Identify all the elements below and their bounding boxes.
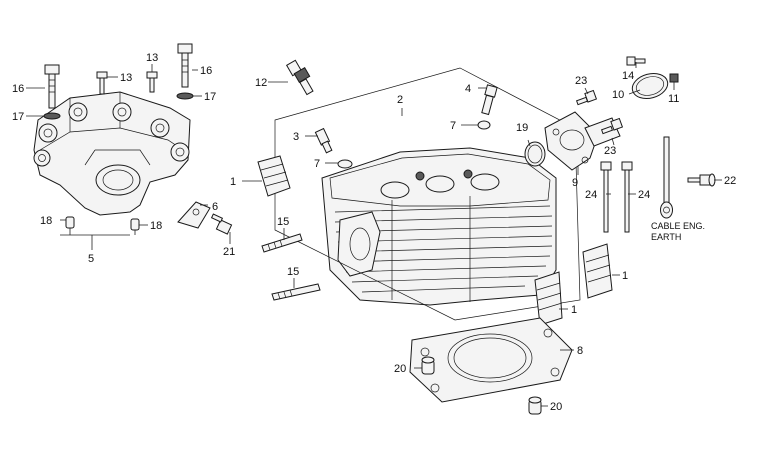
dowel-pin-20-upper [421,356,435,375]
bolt-23-upper [575,89,598,106]
rubber-damper-1-lower [534,271,563,326]
valve-3 [314,127,333,154]
callout-21: 21 [223,246,235,258]
callout-11: 11 [668,93,679,105]
cylinder-head [321,147,557,306]
tensioner-arm-6 [177,201,211,229]
callout-6: 6 [212,201,218,213]
callout-16-left: 16 [12,83,24,95]
rubber-damper-1-left [257,155,291,197]
dowel-pin-20-lower [528,396,542,415]
callout-23-lower: 23 [604,145,616,157]
washer-17-left [43,112,61,120]
bolt-24-left [600,161,612,233]
rubber-damper-1-right [582,243,613,299]
washer-17-right [176,92,194,100]
leader-lines [26,62,722,407]
callout-22: 22 [724,175,736,187]
callout-19: 19 [516,122,528,134]
bolt-16-right [177,43,193,88]
callout-15-lower: 15 [287,266,299,278]
hose-clamp-10 [631,73,669,99]
camshaft-holder-assembly [33,91,191,231]
o-ring-7-right [477,120,491,130]
clamp-nut-11 [669,73,679,83]
bolt-13-right [146,71,158,93]
bolt-22 [687,173,716,187]
callout-17-right: 17 [204,91,216,103]
cable-earth-label-line2: EARTH [651,232,681,242]
bolt-24-right [621,161,633,233]
stud-15-upper [261,233,303,253]
callout-24-right: 24 [638,189,650,201]
callout-7-right: 7 [450,120,456,132]
earth-cable [660,136,673,219]
callout-20-upper: 20 [394,363,406,375]
callout-18-right: 18 [150,220,162,232]
callout-13-left: 13 [120,72,132,84]
head-gasket-8 [409,317,573,403]
callout-14: 14 [622,70,634,82]
callout-1-right: 1 [622,270,628,282]
head-group-outline [274,67,581,321]
callout-23-upper: 23 [575,75,587,87]
fitting-4 [481,84,498,116]
callout-3: 3 [293,131,299,143]
callout-15-upper: 15 [277,216,289,228]
callout-8: 8 [577,345,583,357]
callout-13-right: 13 [146,52,158,64]
intake-insulator-9 [544,111,621,171]
callout-1-left: 1 [230,176,236,188]
stud-15-lower [271,283,321,301]
o-ring-7-left [337,159,353,169]
callout-16-right: 16 [200,65,212,77]
callout-12: 12 [255,77,267,89]
callout-9: 9 [572,177,578,189]
bolt-13-left [96,71,108,95]
callout-20-lower: 20 [550,401,562,413]
callout-10: 10 [612,89,624,101]
bolt-23-lower [600,117,624,135]
callout-labels: 1 1 1 2 3 4 5 6 7 7 8 9 10 11 12 13 13 1… [12,52,736,413]
cable-earth-label-line1: CABLE ENG. [651,221,705,231]
callout-17-left: 17 [12,111,24,123]
spark-plug-12 [285,59,314,96]
clamp-screw-14 [626,56,646,66]
callout-18-left: 18 [40,215,52,227]
callout-1-lower: 1 [571,304,577,316]
bolt-21 [210,213,233,235]
callout-24-left: 24 [585,189,597,201]
callout-2: 2 [397,94,403,106]
bolt-16-left [44,64,60,109]
callout-7-left: 7 [314,158,320,170]
callout-4: 4 [465,83,471,95]
callout-5: 5 [88,253,94,265]
